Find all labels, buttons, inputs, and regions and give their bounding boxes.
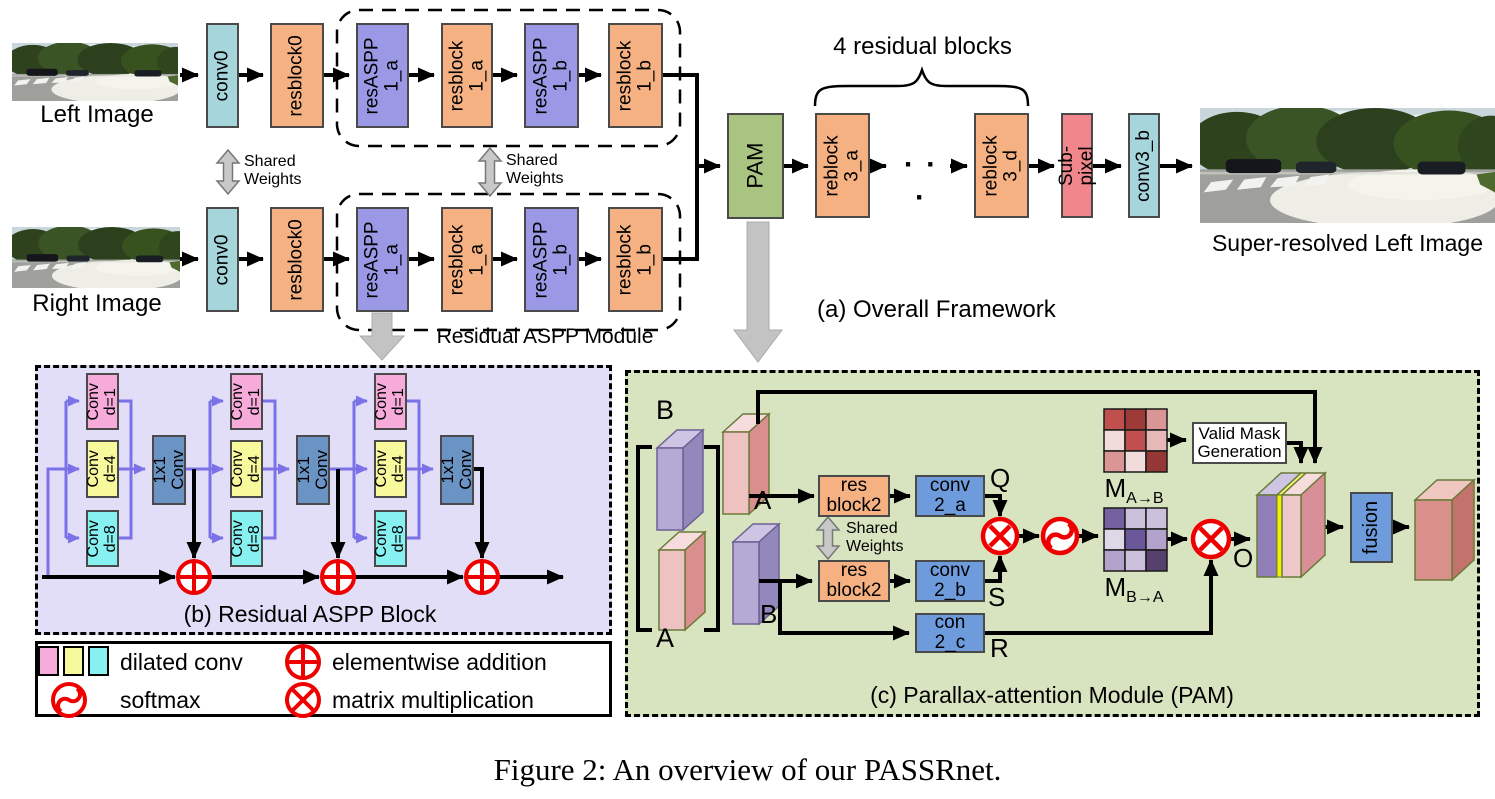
left-image-label: Left Image bbox=[40, 101, 154, 128]
attention-map-b-to-a bbox=[1103, 507, 1168, 572]
label-b-bracketed: B bbox=[655, 395, 674, 425]
super-resolved-image-label: Super-resolved Left Image bbox=[1211, 230, 1484, 256]
four-residual-blocks-brace bbox=[813, 66, 1030, 107]
block-resaspp-1b-left: resASPP 1_b bbox=[524, 23, 579, 128]
bracket-right bbox=[704, 445, 720, 632]
block-conv-d1-g1: Conv d=1 bbox=[85, 373, 119, 430]
legend-cyan-swatch bbox=[88, 646, 109, 676]
block-valid-mask-generation: Valid Mask Generation bbox=[1192, 422, 1287, 464]
block-resaspp-1b-right: resASPP 1_b bbox=[524, 207, 579, 312]
block-1x1-conv-g1: 1x1 Conv bbox=[150, 435, 187, 505]
block-resblock0-left: resblock0 bbox=[270, 23, 324, 128]
block-conv-d8-g1: Conv d=8 bbox=[85, 510, 119, 567]
figure-caption: Figure 2: An overview of our PASSRnet. bbox=[493, 752, 1002, 787]
right-image-photo bbox=[12, 227, 180, 288]
block-resaspp-1a-left: resASPP 1_a bbox=[356, 23, 409, 128]
block-conv-d1-g3: Conv d=1 bbox=[373, 373, 407, 430]
block-resblock-1a-left: resblock 1_a bbox=[441, 23, 493, 128]
label-q: Q bbox=[990, 463, 1011, 493]
label-m-a-to-b: MA→B bbox=[1104, 473, 1164, 508]
legend-softmax-label: softmax bbox=[120, 687, 201, 713]
legend-elementwise-addition-icon bbox=[285, 644, 321, 680]
block-conv0-right: conv0 bbox=[206, 207, 239, 312]
panel-c-caption: (c) Parallax-attention Module (PAM) bbox=[870, 682, 1234, 708]
legend-dilated-conv-label: dilated conv bbox=[120, 649, 243, 675]
pam-callout-arrow bbox=[733, 221, 783, 363]
matrix-multiplication-icon-out bbox=[1190, 518, 1232, 560]
block-1x1-conv-g2: 1x1 Conv bbox=[294, 435, 331, 505]
block-resblock0-right: resblock0 bbox=[270, 207, 324, 312]
block-conv0-left: conv0 bbox=[206, 23, 239, 128]
feature-slab-B-bracketed bbox=[655, 428, 705, 532]
block-conv-d4-g1: Conv d=4 bbox=[85, 440, 119, 498]
label-a-bracketed: A bbox=[655, 623, 674, 653]
super-resolved-image-photo bbox=[1200, 108, 1495, 223]
shared-weights-label-3: Shared Weights bbox=[846, 520, 904, 555]
block-res-block2-bottom: res block2 bbox=[818, 560, 890, 602]
block-conv-2a: conv 2_a bbox=[915, 475, 985, 517]
block-conv-d4-g2: Conv d=4 bbox=[229, 440, 263, 498]
legend-matrix-multiplication-label: matrix multiplication bbox=[332, 687, 534, 713]
block-conv3b: conv3_b bbox=[1128, 113, 1160, 218]
aspp-black-wires bbox=[42, 467, 564, 585]
label-s: S bbox=[988, 582, 1006, 612]
block-resblock-1a-right: resblock 1_a bbox=[441, 207, 493, 312]
left-image-photo bbox=[12, 43, 178, 101]
feature-slab-A-bracketed bbox=[657, 530, 707, 632]
residual-aspp-module-label: Residual ASPP Module bbox=[436, 325, 654, 348]
final-output-volume bbox=[1413, 478, 1476, 582]
legend-elementwise-addition-label: elementwise addition bbox=[332, 649, 547, 675]
block-resblock-1b-left: resblock 1_b bbox=[608, 23, 663, 128]
block-conv-d1-g2: Conv d=1 bbox=[229, 373, 263, 430]
label-o: O bbox=[1233, 543, 1254, 573]
label-m-b-to-a: MB→A bbox=[1104, 572, 1164, 607]
label-a-feature: A bbox=[754, 485, 772, 515]
shared-weights-label-2: Shared Weights bbox=[506, 152, 564, 187]
legend-pink-swatch bbox=[38, 646, 59, 676]
block-sub-pixel: Sub-pixel bbox=[1056, 113, 1097, 218]
aspp-callout-arrow bbox=[358, 312, 406, 361]
block-res-block2-top: res block2 bbox=[818, 475, 890, 517]
block-resblock-1b-right: resblock 1_b bbox=[608, 207, 663, 312]
block-conv-2b: conv 2_b bbox=[915, 560, 985, 602]
softmax-icon-pam bbox=[1040, 516, 1080, 556]
legend-matrix-multiplication-icon bbox=[285, 682, 321, 718]
label-b-feature: B bbox=[760, 599, 778, 629]
panel-a-caption: (a) Overall Framework bbox=[817, 296, 1056, 323]
block-1x1-conv-g3: 1x1 Conv bbox=[438, 435, 475, 505]
right-image-label: Right Image bbox=[32, 290, 162, 317]
block-reblock-3d: reblock 3_d bbox=[974, 113, 1029, 218]
block-pam: PAM bbox=[727, 113, 784, 219]
shared-weights-label-1: Shared Weights bbox=[244, 153, 302, 188]
matrix-multiplication-icon-qs bbox=[980, 516, 1020, 556]
stacked-feature-volume bbox=[1255, 471, 1327, 579]
zoom-callout-arrows bbox=[358, 221, 783, 363]
block-con-2c: con 2_c bbox=[915, 613, 985, 653]
block-conv-d8-g3: Conv d=8 bbox=[373, 510, 407, 567]
framework-wires bbox=[180, 67, 1193, 267]
block-fusion: fusion bbox=[1350, 492, 1393, 563]
block-conv-d8-g2: Conv d=8 bbox=[229, 510, 263, 567]
shared-weights-arrows bbox=[215, 146, 841, 561]
bracket-left bbox=[636, 445, 652, 632]
legend-softmax-icon bbox=[51, 682, 87, 718]
legend-yellow-swatch bbox=[63, 646, 84, 676]
elementwise-addition-icons bbox=[176, 559, 500, 595]
attention-map-a-to-b bbox=[1103, 408, 1168, 473]
ellipsis-dots: · · · bbox=[903, 148, 939, 214]
panel-b-caption: (b) Residual ASPP Block bbox=[183, 601, 437, 627]
block-conv-d4-g3: Conv d=4 bbox=[373, 440, 407, 498]
four-residual-blocks-label: 4 residual blocks bbox=[833, 33, 1012, 60]
block-resaspp-1a-right: resASPP 1_a bbox=[356, 207, 409, 312]
label-r: R bbox=[990, 633, 1009, 663]
aspp-purple-wires bbox=[46, 395, 434, 577]
block-reblock-3a: reblock 3_a bbox=[815, 113, 870, 218]
legend-panel bbox=[35, 641, 612, 717]
